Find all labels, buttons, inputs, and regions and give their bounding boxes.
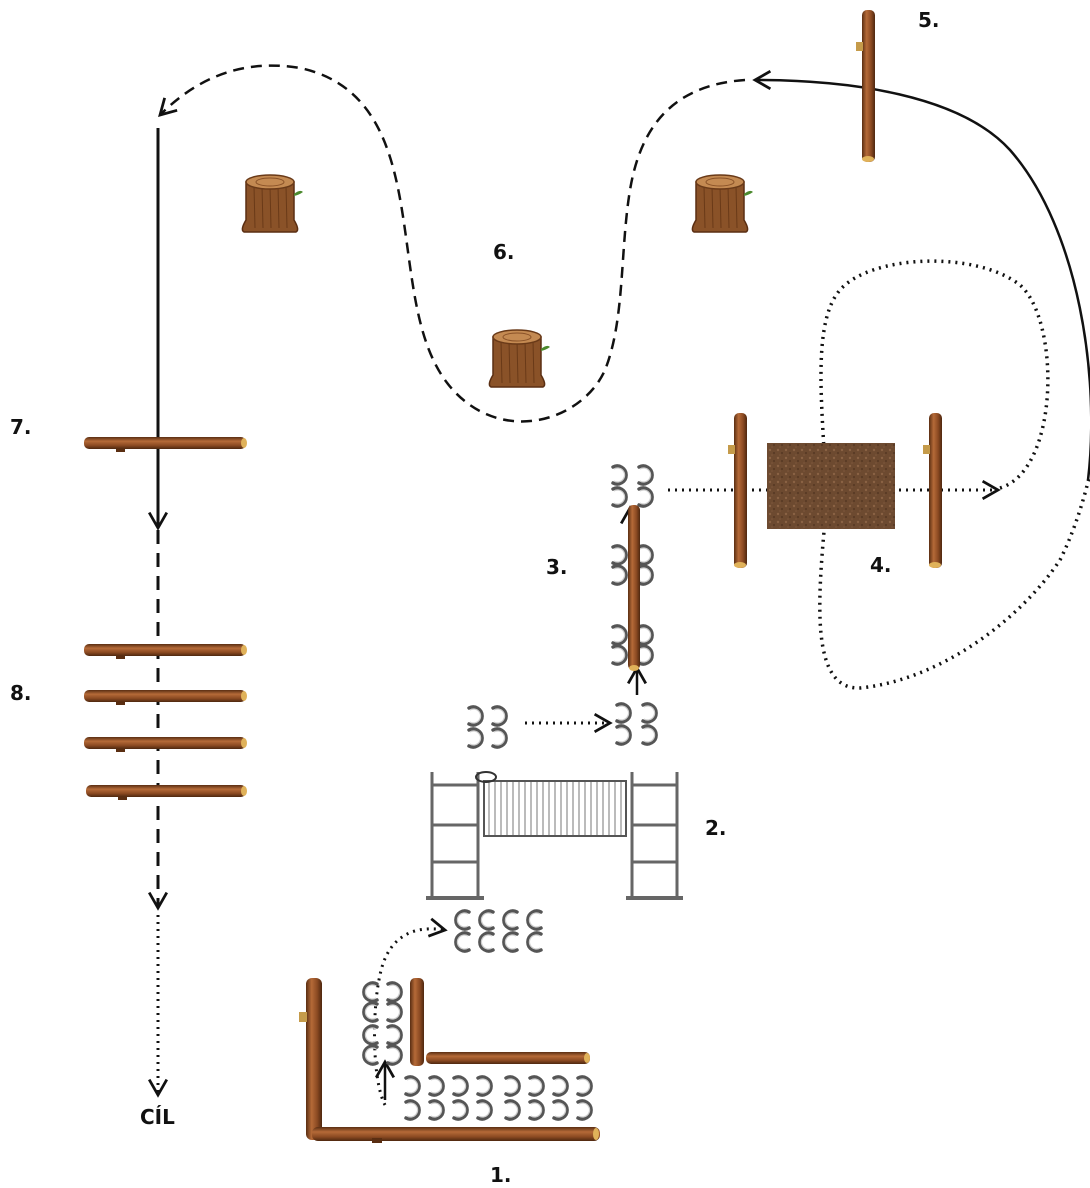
hoof-print bbox=[467, 705, 484, 727]
log bbox=[84, 690, 247, 705]
hoof-print bbox=[502, 931, 519, 953]
station-7-8-logs bbox=[84, 437, 247, 800]
hoof-print bbox=[454, 931, 471, 953]
tree-stump bbox=[488, 329, 550, 388]
hoof-print bbox=[615, 702, 632, 724]
hoof-print bbox=[386, 1024, 403, 1046]
hoof-print bbox=[552, 1075, 569, 1097]
log bbox=[426, 1052, 590, 1064]
hoof-print bbox=[504, 1075, 521, 1097]
hoof-print bbox=[528, 1075, 545, 1097]
log-stub bbox=[923, 445, 930, 454]
log bbox=[84, 737, 247, 752]
hoof-print bbox=[428, 1099, 445, 1121]
station-8-label: 8. bbox=[10, 681, 32, 705]
station-4-obstacle bbox=[728, 413, 942, 568]
hoof-print bbox=[611, 486, 628, 508]
mat bbox=[767, 443, 895, 529]
hoof-print bbox=[552, 1099, 569, 1121]
log bbox=[410, 978, 424, 1066]
hoof-print bbox=[641, 724, 658, 746]
hoof-print bbox=[478, 909, 495, 931]
path-6-slalom bbox=[158, 64, 746, 423]
station-6-stumps bbox=[241, 174, 753, 388]
log bbox=[734, 413, 747, 568]
station-5-pole bbox=[856, 10, 875, 162]
log bbox=[86, 785, 247, 800]
station-3-pole bbox=[628, 505, 640, 671]
log-stub bbox=[728, 445, 735, 454]
log-stub bbox=[299, 1012, 307, 1022]
hoof-print bbox=[452, 1075, 469, 1097]
hoof-print bbox=[428, 1075, 445, 1097]
hoof-print bbox=[362, 981, 379, 1003]
hoof-print bbox=[637, 564, 654, 586]
log bbox=[312, 1127, 600, 1141]
log-stub bbox=[372, 1138, 382, 1143]
hoof-print bbox=[526, 931, 543, 953]
hoof-print bbox=[476, 1099, 493, 1121]
hoof-print bbox=[386, 981, 403, 1003]
hoof-print bbox=[502, 909, 519, 931]
hoof-print bbox=[637, 464, 654, 486]
log-end bbox=[593, 1128, 599, 1140]
station-2-label: 2. bbox=[705, 816, 727, 840]
station-6-label: 6. bbox=[493, 240, 515, 264]
tree-stump bbox=[241, 174, 303, 233]
hoof-print bbox=[576, 1075, 593, 1097]
hoof-print bbox=[611, 644, 628, 666]
hoof-print bbox=[476, 1075, 493, 1097]
hoof-print bbox=[576, 1099, 593, 1121]
hoof-print bbox=[615, 724, 632, 746]
log bbox=[84, 437, 247, 452]
hoof-print bbox=[454, 909, 471, 931]
hoof-print bbox=[611, 464, 628, 486]
hoof-print bbox=[362, 1001, 379, 1023]
hoof-print bbox=[386, 1044, 403, 1066]
station-1-label: 1. bbox=[490, 1163, 512, 1187]
hoof-print bbox=[491, 727, 508, 749]
station-2-gate bbox=[426, 771, 683, 900]
finish-label: CÍL bbox=[140, 1105, 175, 1129]
hoof-print bbox=[467, 727, 484, 749]
path-layer bbox=[148, 64, 1090, 1106]
hoof-print bbox=[404, 1099, 421, 1121]
hoof-print bbox=[452, 1099, 469, 1121]
hoof-print bbox=[641, 702, 658, 724]
hoof-print bbox=[526, 909, 543, 931]
path-4-to-5 bbox=[752, 70, 1090, 481]
log bbox=[84, 644, 247, 659]
hoof-print bbox=[611, 544, 628, 566]
log bbox=[929, 413, 942, 568]
station-3-label: 3. bbox=[546, 555, 568, 579]
hoof-print bbox=[404, 1075, 421, 1097]
hoof-print bbox=[611, 564, 628, 586]
hoof-print bbox=[637, 544, 654, 566]
hoof-print bbox=[637, 624, 654, 646]
hoof-print bbox=[386, 1001, 403, 1023]
hoof-print bbox=[637, 644, 654, 666]
hoof-print bbox=[362, 1024, 379, 1046]
log bbox=[306, 978, 322, 1140]
hoof-print bbox=[611, 624, 628, 646]
station-5-label: 5. bbox=[918, 8, 940, 32]
hoof-print bbox=[637, 486, 654, 508]
tree-stump bbox=[691, 174, 753, 233]
hoof-print bbox=[478, 931, 495, 953]
station-1-obstacle bbox=[299, 978, 600, 1143]
log-end bbox=[584, 1053, 590, 1063]
hoof-print bbox=[362, 1044, 379, 1066]
hoof-print bbox=[504, 1099, 521, 1121]
hoof-print bbox=[528, 1099, 545, 1121]
station-7-label: 7. bbox=[10, 415, 32, 439]
hoof-print bbox=[491, 705, 508, 727]
station-4-label: 4. bbox=[870, 553, 892, 577]
hoof-prints bbox=[362, 464, 658, 1121]
path-4-loop bbox=[818, 259, 1090, 690]
